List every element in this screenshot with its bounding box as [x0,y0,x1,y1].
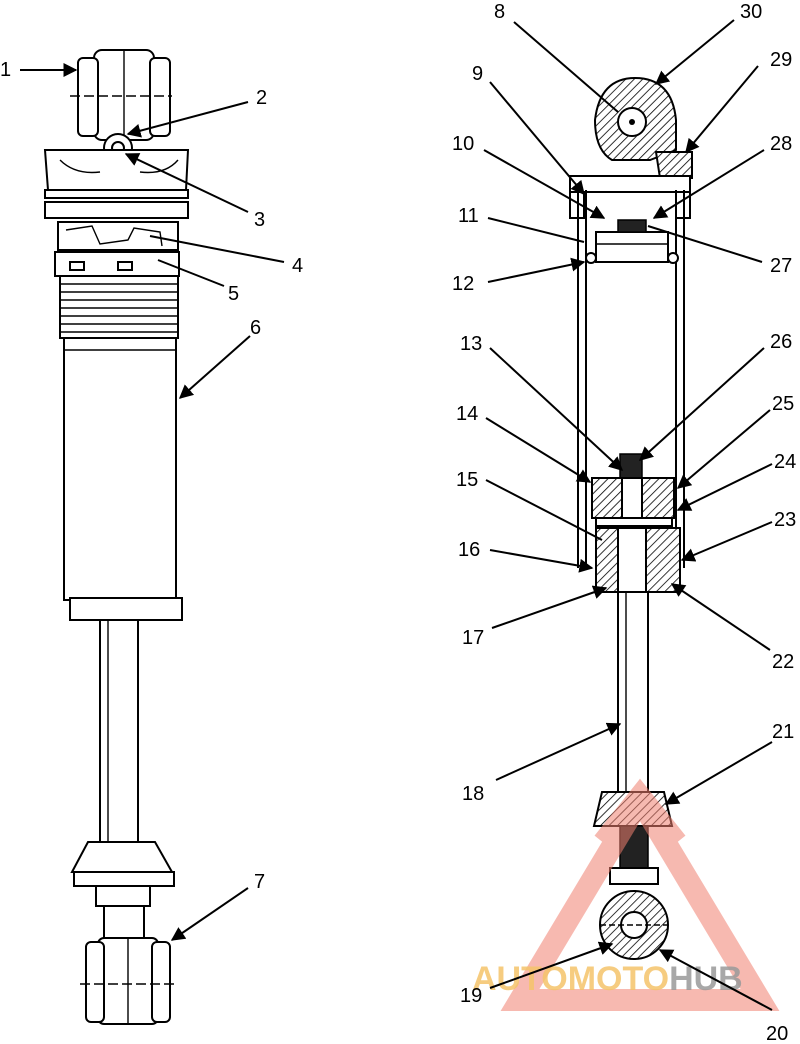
callout-9: 9 [472,63,483,85]
callout-29: 29 [770,49,792,71]
callout-12: 12 [452,273,474,295]
watermark-hub: HUB [669,960,743,998]
callout-13: 13 [460,333,482,355]
thread-lines [59,275,179,339]
callout-11: 11 [458,205,479,227]
callout-25: 25 [772,393,794,415]
callout-22: 22 [772,651,794,673]
callout-5: 5 [228,283,239,305]
callout-14: 14 [456,403,478,425]
callout-2: 2 [256,87,267,109]
callout-20: 20 [766,1023,788,1044]
callout-16: 16 [458,539,480,561]
watermark-automoto: AUTOMOTO [472,960,669,998]
callout-10: 10 [452,133,474,155]
callout-23: 23 [774,509,796,531]
automotohub-watermark [500,778,780,1011]
callout-15: 15 [456,469,478,491]
callout-18: 18 [462,783,484,805]
callout-26: 26 [770,331,792,353]
callout-8: 8 [494,1,505,23]
callout-19: 19 [460,985,482,1007]
callout-7: 7 [254,871,265,893]
callout-28: 28 [770,133,792,155]
callout-24: 24 [774,451,796,473]
callout-1: 1 [0,59,11,81]
callout-4: 4 [292,255,303,277]
callout-21: 21 [772,721,794,743]
callout-6: 6 [250,317,261,339]
callout-17: 17 [462,627,484,649]
callout-3: 3 [254,209,265,231]
watermark-logo: AUTOMOTOHUB [472,960,743,998]
leader-lines [20,19,773,1011]
external-view [43,49,190,1025]
callout-27: 27 [770,255,792,277]
callout-30: 30 [740,1,762,23]
